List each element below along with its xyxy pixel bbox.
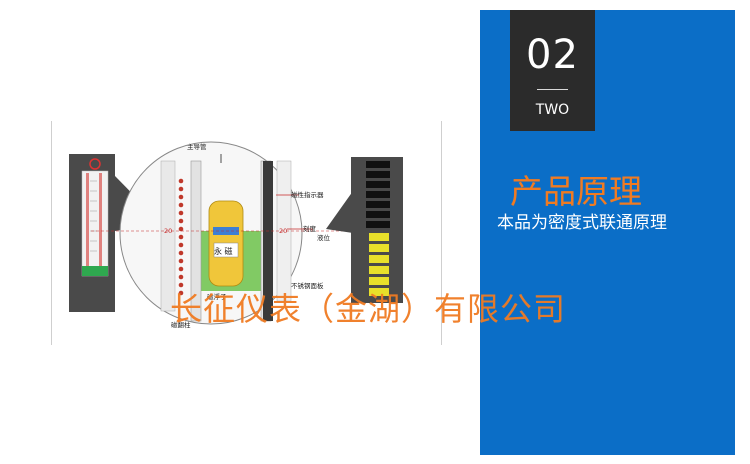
section-number-word: TWO bbox=[535, 102, 570, 118]
section-number-badge: 02 TWO bbox=[510, 10, 595, 131]
label-stainless-panel: 不锈钢面板 bbox=[291, 281, 324, 290]
section-title: 产品原理 bbox=[510, 172, 642, 211]
label-scale-value-left: 20 bbox=[164, 227, 172, 235]
label-scale-value-right: 20 bbox=[279, 227, 287, 235]
label-magnetic-column: 磁翻柱 bbox=[171, 320, 191, 329]
label-main-pipe: 主导管 bbox=[187, 142, 207, 151]
company-watermark: 长征仪表（金湖）有限公司 bbox=[170, 290, 567, 328]
label-liquid-level: 液位 bbox=[317, 233, 331, 242]
section-number: 02 bbox=[526, 32, 579, 78]
section-description: 本品为密度式联通原理 bbox=[497, 213, 667, 233]
magnified-view bbox=[91, 141, 361, 325]
label-float: 磁浮子 bbox=[207, 292, 227, 301]
frame-left-line bbox=[51, 121, 52, 345]
label-magnet: 永 磁 bbox=[214, 246, 233, 256]
badge-divider bbox=[537, 89, 568, 90]
principle-diagram: 主导管 磁性指示器 刻度 液位 20 20 永 磁 磁浮子 不锈钢面板 磁翻柱 bbox=[51, 121, 442, 345]
right-flap-device bbox=[326, 157, 403, 303]
diagram-illustration: 主导管 磁性指示器 刻度 液位 20 20 永 磁 磁浮子 不锈钢面板 磁翻柱 bbox=[69, 141, 403, 329]
label-scale: 刻度 bbox=[303, 224, 317, 233]
frame-right-line bbox=[441, 121, 442, 345]
label-magnetic-indicator: 磁性指示器 bbox=[291, 190, 324, 199]
